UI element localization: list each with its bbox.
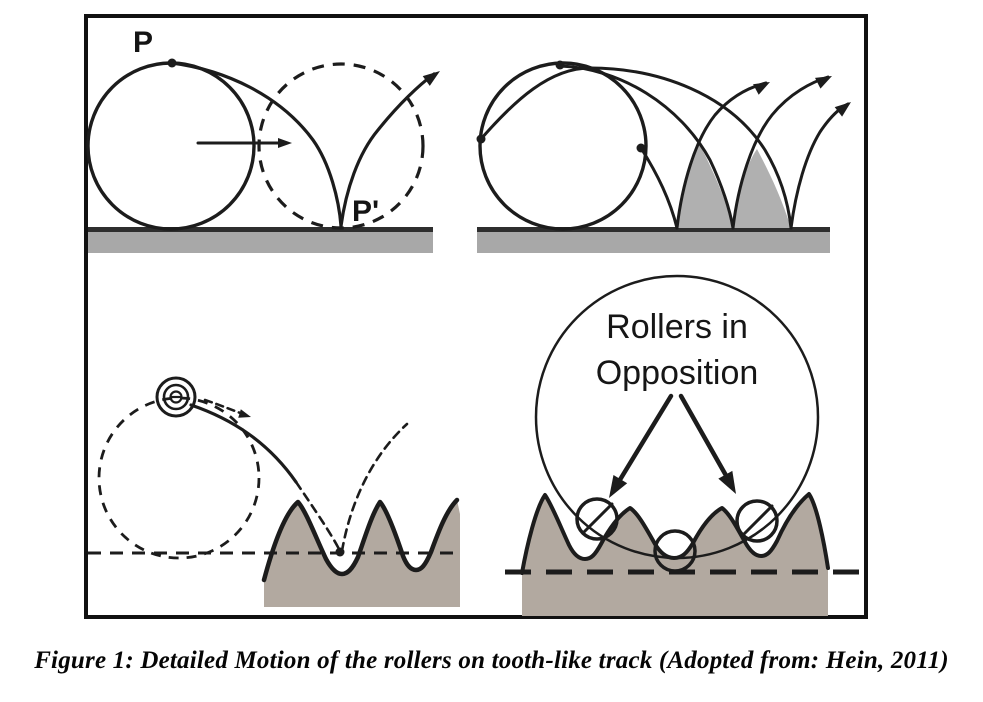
cycloid-rise-curve <box>339 72 436 228</box>
pointer-arrowhead-icon <box>718 470 736 494</box>
trajectory-rise-dashed <box>340 422 409 553</box>
cycloid-rise-curve <box>675 81 768 230</box>
roller-slash-line <box>581 502 614 535</box>
arrowhead-icon <box>834 102 851 117</box>
roller-point-dot <box>476 134 486 144</box>
annotation-circle <box>534 274 820 560</box>
ground-bar <box>88 232 433 253</box>
pointer-arrow-shaft <box>678 393 731 482</box>
roller-right <box>735 499 779 543</box>
direction-arrowhead-icon <box>238 409 251 418</box>
roller-inner-circle <box>162 383 190 411</box>
tooth-track-outline <box>261 497 460 583</box>
cycloid-rise-curve <box>731 75 830 230</box>
point-p-dot <box>167 58 177 68</box>
panel-roller-track <box>88 376 462 607</box>
panel-cycloid-multi <box>476 60 851 253</box>
cusp-petal <box>733 149 791 228</box>
figure-caption: Figure 1: Detailed Motion of the rollers… <box>34 647 949 674</box>
annotation-line1: Rollers in <box>606 308 748 346</box>
motion-arrowhead-icon <box>278 138 292 148</box>
ground-bar <box>477 232 830 253</box>
cycloid-curve <box>639 146 679 230</box>
pointer-arrowhead-icon <box>609 475 628 498</box>
arrowhead-icon <box>753 82 770 95</box>
point-p-label: P <box>133 26 153 59</box>
roller-middle <box>653 529 697 573</box>
roller-point-dot <box>636 143 646 153</box>
roller-slash-line <box>741 504 774 537</box>
roller-path-circle-dashed <box>97 396 261 560</box>
ground-edge <box>477 227 830 232</box>
ground-edge <box>88 227 433 232</box>
roller-left <box>575 497 619 541</box>
cycloid-descent-curve <box>170 61 343 228</box>
figure-frame <box>84 14 868 619</box>
roller-outer-circle <box>155 376 197 418</box>
cycloid-curve <box>479 66 793 230</box>
roller-trajectory-solid <box>189 403 298 484</box>
arrowhead-icon <box>815 76 832 89</box>
pointer-arrow-shaft <box>615 393 674 486</box>
roller-point-dot <box>555 60 565 70</box>
panel-cycloid-single: P P' <box>86 26 440 253</box>
point-p-prime-label: P' <box>352 195 379 228</box>
trajectory-descent-dashed <box>294 480 342 553</box>
panel-rollers-opposition: Rollers in Opposition <box>505 274 866 616</box>
annotation-line2: Opposition <box>596 354 759 392</box>
rolling-circle-dashed <box>257 62 425 230</box>
cycloid-arrowhead-icon <box>422 71 440 86</box>
cusp-dot <box>335 547 345 557</box>
tooth-track-fill <box>522 494 828 616</box>
